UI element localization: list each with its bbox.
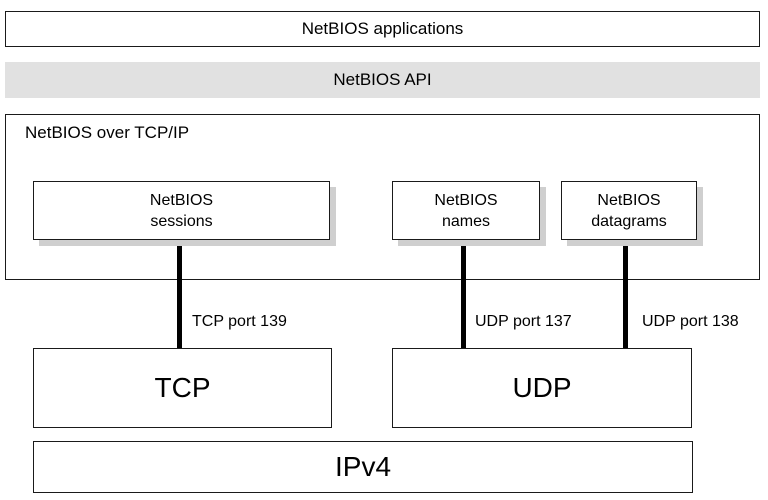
tcp-label: TCP xyxy=(154,372,211,403)
netbios-names-box: NetBIOS names xyxy=(392,181,540,240)
netbios-api-layer: NetBIOS API xyxy=(5,62,760,98)
udp-label: UDP xyxy=(512,372,572,403)
netbios-datagrams-box: NetBIOS datagrams xyxy=(561,181,697,240)
netbios-datagrams-line1: NetBIOS xyxy=(597,191,661,209)
netbios-sessions-line1: NetBIOS xyxy=(149,191,214,209)
ipv4-label: IPv4 xyxy=(334,451,392,482)
netbios-sessions-box: NetBIOS sessions xyxy=(33,181,330,240)
netbios-api-label: NetBIOS API xyxy=(333,70,432,89)
ipv4-layer: IPv4 xyxy=(33,441,693,493)
datagrams-to-udp-connector xyxy=(623,246,628,348)
tcp-port-139-label: TCP port 139 xyxy=(192,313,287,330)
netbios-datagrams-line2: datagrams xyxy=(591,212,667,230)
netbios-over-tcpip-label: NetBIOS over TCP/IP xyxy=(25,123,190,142)
udp-port-138-label: UDP port 138 xyxy=(642,313,739,330)
netbios-names-line2: names xyxy=(441,212,490,230)
netbios-applications-label: NetBIOS applications xyxy=(301,19,464,38)
netbios-names-line1: NetBIOS xyxy=(434,191,498,209)
sessions-to-tcp-connector xyxy=(177,246,182,348)
udp-port-137-label: UDP port 137 xyxy=(475,313,572,330)
names-to-udp-connector xyxy=(461,246,466,348)
netbios-applications-layer: NetBIOS applications xyxy=(5,11,760,47)
tcp-layer: TCP xyxy=(33,348,332,428)
netbios-sessions-line2: sessions xyxy=(150,212,213,230)
udp-layer: UDP xyxy=(392,348,692,428)
